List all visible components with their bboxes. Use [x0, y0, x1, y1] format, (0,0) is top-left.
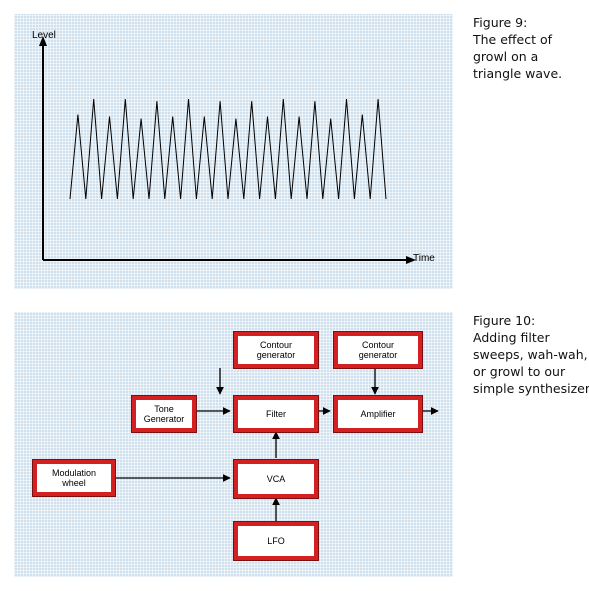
signal-flow-arrows	[115, 368, 439, 522]
block-label: Amplifier	[360, 409, 396, 419]
caption-line: simple synthesizer.	[473, 381, 589, 396]
block-label: VCA	[266, 474, 286, 484]
block-label: Contour	[361, 340, 395, 350]
caption-line: or growl to our	[473, 364, 566, 379]
y-axis-label: Level	[32, 30, 56, 41]
caption-line: sweeps, wah-wah,	[473, 347, 588, 362]
block-label: wheel	[62, 478, 86, 488]
figure9-caption: Figure 9: The effect of growl on a trian…	[473, 14, 589, 82]
figure10-caption: Figure 10: Adding filter sweeps, wah-wah…	[473, 312, 589, 397]
y-axis-arrowhead	[39, 36, 47, 46]
block-label: Modulation	[51, 468, 97, 478]
caption-line: triangle wave.	[473, 66, 563, 81]
block-label: Contour	[259, 340, 293, 350]
x-axis-label: Time	[413, 253, 435, 264]
block-label: generator	[256, 350, 296, 360]
block-label: LFO	[267, 536, 285, 546]
caption-line: Adding filter	[473, 330, 550, 345]
caption-line: growl on a	[473, 49, 539, 64]
block-label: Tone	[154, 404, 174, 414]
x-axis-arrowhead	[406, 256, 416, 264]
growl-triangle-wave	[69, 99, 387, 200]
figure9-chart-panel: Level Time	[14, 14, 453, 289]
amplifier-block: Amplifier	[334, 396, 422, 432]
block-label: Filter	[266, 409, 286, 419]
filter-block: Filter	[234, 396, 318, 432]
lfo-block: LFO	[234, 522, 318, 560]
vca-block: VCA	[234, 460, 318, 498]
caption-line: The effect of	[473, 32, 553, 47]
figure9-waveform-chart	[39, 36, 416, 264]
block-label: Generator	[143, 414, 185, 424]
block-label: generator	[358, 350, 398, 360]
caption-line: Figure 10:	[473, 313, 536, 328]
caption-line: Figure 9:	[473, 15, 528, 30]
